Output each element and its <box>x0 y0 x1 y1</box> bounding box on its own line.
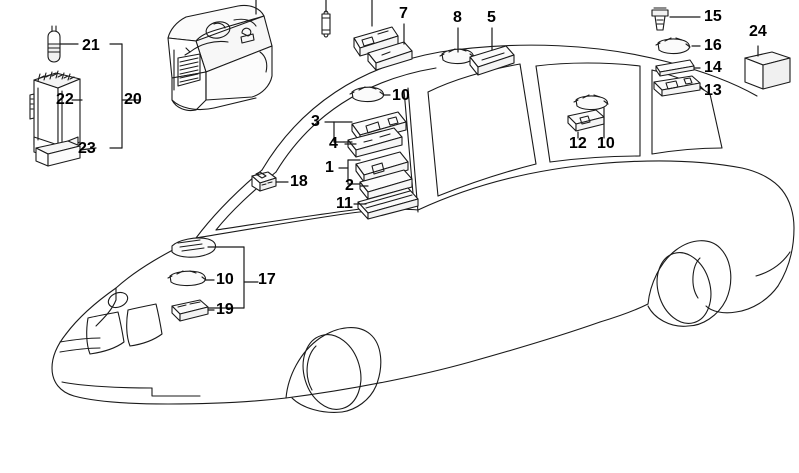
part-bulb-top-center <box>321 10 331 38</box>
part-bulb-21 <box>47 25 61 63</box>
part-lamp-group-1-2 <box>355 151 413 200</box>
callout-24[interactable]: 24 <box>749 23 767 40</box>
callout-21[interactable]: 21 <box>82 37 100 54</box>
leader-lines <box>59 0 759 311</box>
callout-3[interactable]: 3 <box>311 113 320 130</box>
callout-12[interactable]: 12 <box>569 135 587 152</box>
callout-18[interactable]: 18 <box>290 173 308 190</box>
callout-10-engine[interactable]: 10 <box>216 271 234 288</box>
part-lamp-13 <box>653 75 701 97</box>
callout-10-rear[interactable]: 10 <box>597 135 615 152</box>
part-roof-lamp-7 <box>353 26 413 71</box>
callout-19[interactable]: 19 <box>216 301 234 318</box>
part-housing-19 <box>171 299 209 322</box>
part-lamp-group-3-4 <box>347 111 407 158</box>
callout-7[interactable]: 7 <box>399 5 408 22</box>
callout-16[interactable]: 16 <box>704 37 722 54</box>
callout-20[interactable]: 20 <box>124 91 142 108</box>
callout-22[interactable]: 22 <box>56 91 74 108</box>
part-lens-11 <box>357 187 419 220</box>
part-bulb-16 <box>655 37 691 55</box>
callout-11[interactable]: 11 <box>336 195 353 212</box>
detail-housing-box <box>167 4 273 112</box>
part-lens-5 <box>469 45 515 76</box>
callout-15[interactable]: 15 <box>704 8 722 25</box>
callout-17[interactable]: 17 <box>258 271 276 288</box>
callout-4[interactable]: 4 <box>329 135 338 152</box>
part-housing-24 <box>744 51 791 90</box>
car-glass-lines <box>215 62 723 231</box>
callout-1[interactable]: 1 <box>325 159 334 176</box>
callout-8[interactable]: 8 <box>453 9 462 26</box>
callout-2[interactable]: 2 <box>345 177 354 194</box>
callout-13[interactable]: 13 <box>704 82 722 99</box>
part-bulb-10a <box>349 86 385 103</box>
part-bulb-10b <box>573 94 609 111</box>
part-module-cover <box>35 140 81 167</box>
callout-10-roof[interactable]: 10 <box>392 87 410 104</box>
part-bulb-10c <box>167 270 207 287</box>
part-rear-lamp-12 <box>567 109 605 132</box>
part-lens-14 <box>655 59 695 77</box>
car-body-outline <box>51 44 795 413</box>
callout-14[interactable]: 14 <box>704 59 722 76</box>
front-end-detail <box>59 291 163 355</box>
part-switch-18 <box>251 171 277 192</box>
callout-5[interactable]: 5 <box>487 9 496 26</box>
part-clip-15 <box>651 7 669 31</box>
callout-23[interactable]: 23 <box>78 140 96 157</box>
